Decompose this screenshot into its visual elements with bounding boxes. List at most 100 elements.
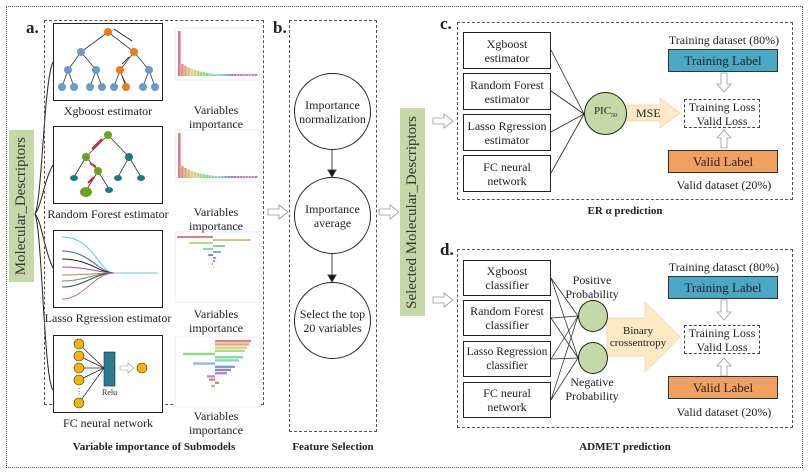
training-dataset-d: Training datasct (80%) <box>668 260 780 274</box>
panel-d-caption: ADMET prediction <box>579 441 671 453</box>
importance-bar <box>215 356 243 359</box>
importance-bar <box>178 133 181 178</box>
model-box-c-xgboost: Xgboost estimator <box>463 32 551 69</box>
importance-bar <box>224 74 227 76</box>
importance-bar <box>218 176 221 178</box>
model-box-c-random-forest: Random Forest estimator <box>463 73 551 110</box>
panel-a-caption: Variable importance of Submodels <box>72 441 236 453</box>
importance-bar <box>218 74 221 76</box>
brace-curve-xgb <box>34 61 54 215</box>
importance-bar <box>233 176 237 178</box>
importance-bar <box>230 74 233 76</box>
importance-bar <box>193 69 197 76</box>
panel-c-letter: c. <box>440 14 452 33</box>
lasso-path-plot <box>61 236 158 300</box>
importance-bar <box>236 74 240 76</box>
panel-a-letter: a. <box>26 18 39 37</box>
panel-d-letter: d. <box>440 240 454 259</box>
valid-dataset-c: Valid dataset (20%) <box>676 178 772 192</box>
importance-bar <box>178 31 181 76</box>
brace-curve-lasso <box>34 213 54 269</box>
importance-bar <box>221 74 224 76</box>
importance-label-random-forest: Variables importance <box>189 205 243 233</box>
training-label-d: Training Label <box>668 276 778 299</box>
importance-bar <box>213 251 221 253</box>
pic50-node: PIC50 <box>584 92 627 135</box>
pic50-label: PIC50 <box>593 104 618 120</box>
loss-box-c: Training Loss Valid Loss <box>684 99 760 128</box>
panel-b-letter: b. <box>273 18 287 37</box>
fc-network-image: ⋮ Relu <box>53 335 163 413</box>
brace-curve-fc <box>34 213 54 391</box>
importance-bar <box>177 236 213 238</box>
negative-probability-label: Negative Probability <box>565 375 619 403</box>
panel-b-frame <box>289 20 377 432</box>
fc-network-diagram: ⋮ <box>73 338 148 409</box>
importance-bar <box>251 176 255 178</box>
negative-probability-node <box>578 342 608 374</box>
importance-bar <box>215 372 227 375</box>
model-box-d-xgboost: Xgboost classifier <box>463 260 551 296</box>
importance-bar <box>215 349 245 352</box>
importance-bar <box>181 64 184 76</box>
importance-label-lasso: Variables importance <box>189 307 243 335</box>
model-box-c-fc: FC neural network <box>463 155 551 192</box>
importance-bar <box>248 74 252 76</box>
random-forest-tree-image <box>53 126 163 204</box>
importance-bar <box>239 176 243 178</box>
model-box-d-lasso: Lasso Regression classifier <box>463 341 551 377</box>
importance-label-xgboost: Variables importance <box>189 103 243 131</box>
loss-box-d: Training Loss Valid Loss <box>684 325 760 354</box>
importance-bar <box>207 375 215 378</box>
arrow-a-to-b <box>267 204 289 220</box>
importance-bar <box>215 368 231 372</box>
valid-label-d: Valid Label <box>668 376 778 399</box>
importance-bar <box>215 359 239 362</box>
importance-bar <box>213 260 215 262</box>
importance-bar <box>184 167 187 178</box>
step-select-top-20: Select the top 20 variables <box>294 282 371 359</box>
valid-loss-c: Valid Loss <box>696 113 748 128</box>
importance-bar <box>196 172 200 178</box>
valid-loss-d: Valid Loss <box>696 339 748 354</box>
model-box-d-random-forest: Random Forest classifier <box>463 300 551 336</box>
importance-bar <box>190 170 193 178</box>
importance-bar <box>213 266 214 268</box>
importance-bar <box>245 74 249 76</box>
xgboost-tree-image <box>53 23 163 101</box>
training-dataset-c: Training dataset (80%) <box>668 33 780 47</box>
importance-bar <box>248 176 252 178</box>
binary-crossentropy-label: Binary crossentropy <box>608 325 668 349</box>
importance-bar <box>215 340 251 343</box>
positive-probability-node <box>578 300 608 332</box>
importance-bar <box>211 175 215 178</box>
importance-bar <box>254 176 258 178</box>
importance-bar <box>214 74 218 76</box>
valid-dataset-d: Valid dataset (20%) <box>676 405 772 419</box>
step-importance-average: Importance average <box>294 177 371 254</box>
importance-bar <box>187 67 190 76</box>
importance-bar <box>213 257 217 259</box>
submodel-label-lasso: Lasso Rgression estimator <box>44 311 172 325</box>
positive-probability-label: Positive Probability <box>565 273 619 301</box>
importance-bar <box>199 173 203 178</box>
importance-bar <box>211 384 215 388</box>
importance-bar <box>215 365 235 368</box>
importance-bar <box>203 248 213 250</box>
importance-bar <box>205 174 209 178</box>
importance-bar <box>190 68 193 76</box>
training-label-c: Training Label <box>668 49 778 72</box>
importance-bar <box>251 74 255 76</box>
xgboost-tree-diagram <box>58 28 159 91</box>
importance-bar <box>215 343 249 346</box>
valid-label-c: Valid Label <box>668 150 778 173</box>
training-loss-d: Training Loss <box>688 325 756 340</box>
arrow-selected-to-c <box>432 113 454 129</box>
importance-bar <box>196 70 200 76</box>
submodel-label-random-forest: Random Forest estimator <box>47 207 169 221</box>
importance-bar <box>242 74 246 76</box>
importance-bar <box>233 74 237 76</box>
